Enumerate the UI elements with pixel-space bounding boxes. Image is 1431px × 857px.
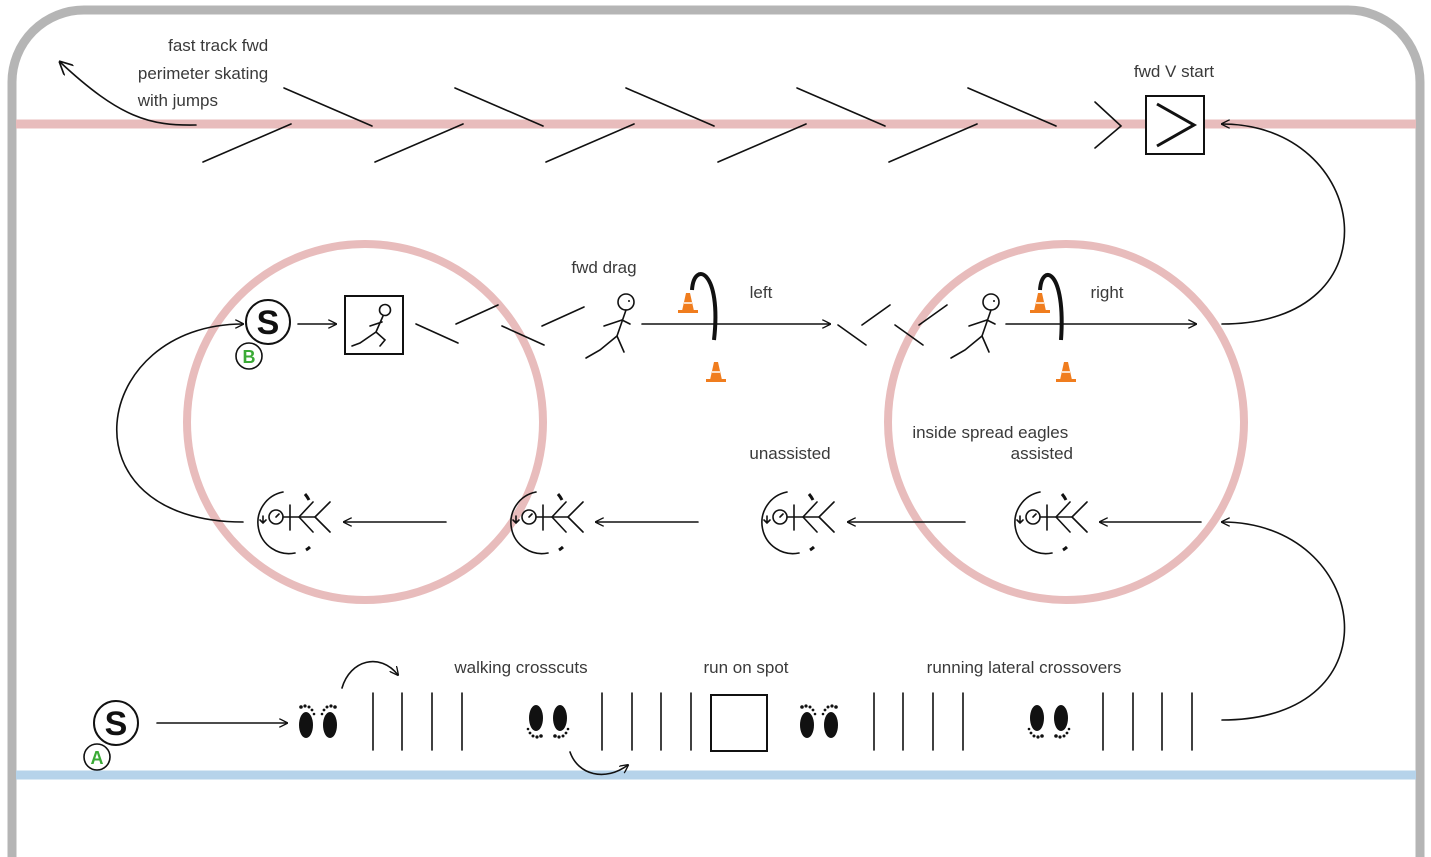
- left-faceoff-circle: [183, 240, 547, 604]
- rink-boards: [7, 5, 1425, 857]
- spread-eagle-icon: [1013, 490, 1089, 556]
- cone-icon: [705, 361, 727, 383]
- start-a[interactable]: S A: [83, 700, 139, 771]
- run-on-spot-label: run on spot: [703, 658, 788, 677]
- right-faceoff-circle: [884, 240, 1248, 604]
- spread-eagles-label: inside spread eagles assisted: [912, 423, 1073, 463]
- cone-loop-right: [1038, 272, 1064, 341]
- crosscut-arrow-top: [341, 660, 398, 689]
- perimeter-label: fast track fwd perimeter skating with ju…: [137, 36, 273, 110]
- running-lateral-label: running lateral crossovers: [927, 658, 1122, 677]
- stretch-station-icon: [344, 295, 404, 355]
- cone-icon: [1055, 361, 1077, 383]
- v-start-icon: [1145, 95, 1205, 155]
- spread-eagle-icon: [256, 490, 332, 556]
- return-arrow-left: [116, 324, 243, 523]
- ladder-2: [601, 692, 692, 751]
- right-label: right: [1090, 283, 1123, 302]
- unassisted-label: unassisted: [749, 444, 830, 463]
- run-on-spot-box: [710, 694, 768, 752]
- return-arrow-right-bottom: [1222, 522, 1346, 721]
- footprints-icon: [1027, 705, 1071, 739]
- drag-strides-right: [837, 304, 948, 346]
- skate-strides: [202, 87, 1123, 163]
- badge-b: B: [243, 347, 256, 367]
- ladder-4: [1102, 692, 1193, 751]
- cone-loop-left: [690, 272, 718, 341]
- footprints-icon: [299, 704, 337, 738]
- badge-a: A: [91, 748, 104, 768]
- crosscut-arrow-bottom: [569, 751, 628, 776]
- exit-arrow-icon: [60, 62, 197, 126]
- svg-text:S: S: [105, 705, 128, 743]
- skater-icon: [585, 293, 635, 359]
- v-start-label: fwd V start: [1134, 62, 1215, 81]
- spread-eagle-icon: [760, 490, 836, 556]
- footprints-icon: [526, 705, 570, 739]
- fwd-drag-label: fwd drag: [571, 258, 636, 277]
- ladder-3: [873, 692, 964, 751]
- return-arrow-right-top: [1222, 124, 1346, 325]
- ladder-1: [372, 692, 463, 751]
- footprints-icon: [800, 704, 838, 738]
- drag-strides: [415, 304, 585, 346]
- walking-crosscuts-label: walking crosscuts: [453, 658, 587, 677]
- cone-icon: [677, 292, 699, 314]
- skater-icon: [950, 293, 1000, 359]
- left-label: left: [750, 283, 773, 302]
- svg-text:S: S: [257, 304, 280, 342]
- start-b[interactable]: S B: [235, 299, 291, 370]
- cone-icon: [1029, 292, 1051, 314]
